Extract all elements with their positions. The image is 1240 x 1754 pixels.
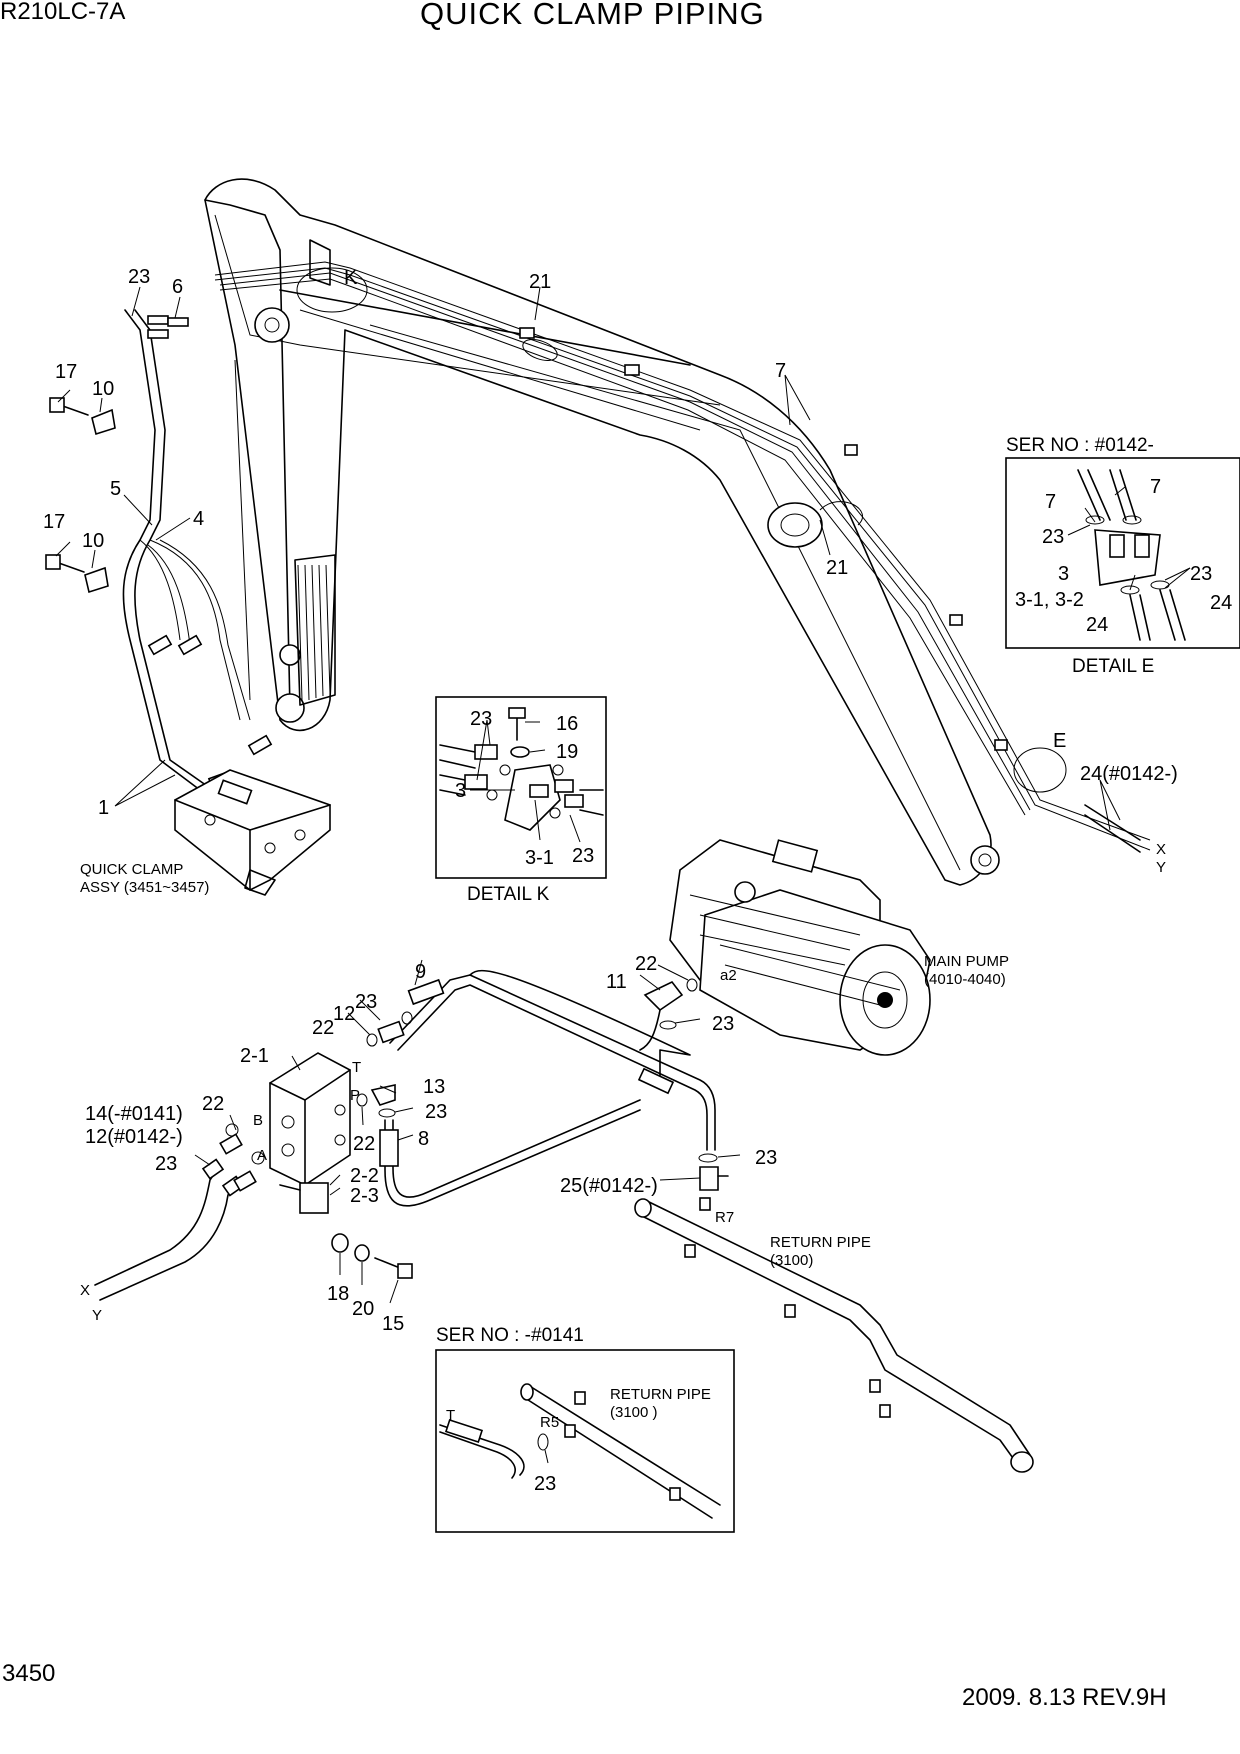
callout-9: 9 xyxy=(415,961,426,983)
page-title: QUICK CLAMP PIPING xyxy=(420,0,765,31)
callout-23: 23 xyxy=(755,1147,777,1169)
ser-no-old-inset: SER NO : -#0141 RETURN PIPE (3100 ) xyxy=(435,1325,735,1533)
callout-23: 23 xyxy=(470,708,492,730)
return-pipe-caption-1: RETURN PIPE xyxy=(770,1234,871,1251)
detail-k-mark: K xyxy=(344,267,358,289)
detail-e-caption: DETAIL E xyxy=(1072,656,1154,677)
callout-14-old: 14(-#0141) xyxy=(85,1103,183,1125)
port-r7: R7 xyxy=(715,1209,734,1226)
callout-5: 5 xyxy=(110,478,121,500)
main-pump-caption-1: MAIN PUMP xyxy=(924,953,1009,970)
callout-2-2: 2-2 xyxy=(350,1165,379,1187)
model-code: R210LC-7A xyxy=(0,0,126,25)
callout-23: 23 xyxy=(572,845,594,867)
port-y-bottom: Y xyxy=(92,1307,102,1324)
callout-23: 23 xyxy=(712,1013,734,1035)
callout-24: 24 xyxy=(1086,614,1108,636)
callout-16: 16 xyxy=(556,713,578,735)
callout-24-new: 24(#0142-) xyxy=(1080,763,1178,785)
callout-23: 23 xyxy=(1042,526,1064,548)
callout-22: 22 xyxy=(353,1133,375,1155)
quick-clamp-caption-2: ASSY (3451~3457) xyxy=(80,879,209,896)
callout-13: 13 xyxy=(423,1076,445,1098)
port-t: T xyxy=(352,1059,361,1076)
callout-15: 15 xyxy=(382,1313,404,1335)
callout-23: 23 xyxy=(1190,563,1212,585)
port-a2: a2 xyxy=(720,967,737,984)
callout-1: 1 xyxy=(98,797,109,819)
valve-block-assembly xyxy=(94,969,729,1301)
callout-2-3: 2-3 xyxy=(350,1185,379,1207)
callout-numbers: 23 6 17 10 5 4 17 10 1 21 K 7 21 E 24(#0… xyxy=(43,266,1232,1495)
callout-21: 21 xyxy=(826,557,848,579)
port-x-top: X xyxy=(1156,841,1166,858)
ser-no-old-caption: SER NO : -#0141 xyxy=(436,1325,584,1346)
page-number: 3450 xyxy=(2,1660,56,1687)
leader-lines xyxy=(55,286,1191,1464)
detail-k-inset: DETAIL K xyxy=(435,696,607,905)
callout-23: 23 xyxy=(425,1101,447,1123)
callout-23: 23 xyxy=(534,1473,556,1495)
callout-24: 24 xyxy=(1210,592,1232,614)
port-a: A xyxy=(257,1147,267,1164)
callout-17: 17 xyxy=(43,511,65,533)
port-t-inset: T xyxy=(446,1407,455,1424)
callout-18: 18 xyxy=(327,1283,349,1305)
port-y-top: Y xyxy=(1156,859,1166,876)
callout-17: 17 xyxy=(55,361,77,383)
callout-10: 10 xyxy=(82,530,104,552)
callout-3: 3 xyxy=(455,780,466,802)
port-p: P xyxy=(350,1087,360,1104)
callout-23: 23 xyxy=(155,1153,177,1175)
port-b: B xyxy=(253,1112,263,1129)
callout-12-new: 12(#0142-) xyxy=(85,1126,183,1148)
return-pipe-caption-2: (3100) xyxy=(770,1252,813,1269)
callout-3-1: 3-1 xyxy=(525,847,554,869)
quick-clamp-assembly xyxy=(174,769,331,896)
callout-22: 22 xyxy=(635,953,657,975)
callout-7: 7 xyxy=(1150,476,1161,498)
boom-drawing xyxy=(204,178,1151,886)
callout-6: 6 xyxy=(172,276,183,298)
callout-23: 23 xyxy=(128,266,150,288)
detail-k-caption: DETAIL K xyxy=(467,884,550,905)
quick-clamp-caption-1: QUICK CLAMP xyxy=(80,861,183,878)
callout-20: 20 xyxy=(352,1298,374,1320)
main-pump: MAIN PUMP (4010-4040) xyxy=(669,839,1009,1056)
inset-return-pipe-caption-2: (3100 ) xyxy=(610,1404,658,1421)
callout-25-new: 25(#0142-) xyxy=(560,1175,658,1197)
detail-e-inset: SER NO : #0142- DETAIL E xyxy=(1005,435,1240,677)
quick-clamp-hoses xyxy=(45,309,273,791)
callout-22: 22 xyxy=(202,1093,224,1115)
callout-12: 12 xyxy=(333,1003,355,1025)
callout-2-1: 2-1 xyxy=(240,1045,269,1067)
callout-23: 23 xyxy=(355,991,377,1013)
callout-21: 21 xyxy=(529,271,551,293)
callout-7: 7 xyxy=(775,360,786,382)
callout-3: 3 xyxy=(1058,563,1069,585)
callout-4: 4 xyxy=(193,508,204,530)
inset-return-pipe-caption-1: RETURN PIPE xyxy=(610,1386,711,1403)
callout-11: 11 xyxy=(606,971,627,993)
return-pipe: RETURN PIPE (3100) xyxy=(634,1197,1034,1473)
ser-no-new-caption: SER NO : #0142- xyxy=(1006,435,1154,456)
port-x-bottom: X xyxy=(80,1282,90,1299)
callout-3-1-3-2: 3-1, 3-2 xyxy=(1015,589,1084,611)
callout-10: 10 xyxy=(92,378,114,400)
detail-e-mark: E xyxy=(1053,730,1066,752)
callout-22: 22 xyxy=(312,1017,334,1039)
main-pump-caption-2: (4010-4040) xyxy=(924,971,1006,988)
callout-19: 19 xyxy=(556,741,578,763)
callout-7: 7 xyxy=(1045,491,1056,513)
port-r5: R5 xyxy=(540,1414,559,1431)
revision-date: 2009. 8.13 REV.9H xyxy=(962,1684,1167,1711)
callout-8: 8 xyxy=(418,1128,429,1150)
